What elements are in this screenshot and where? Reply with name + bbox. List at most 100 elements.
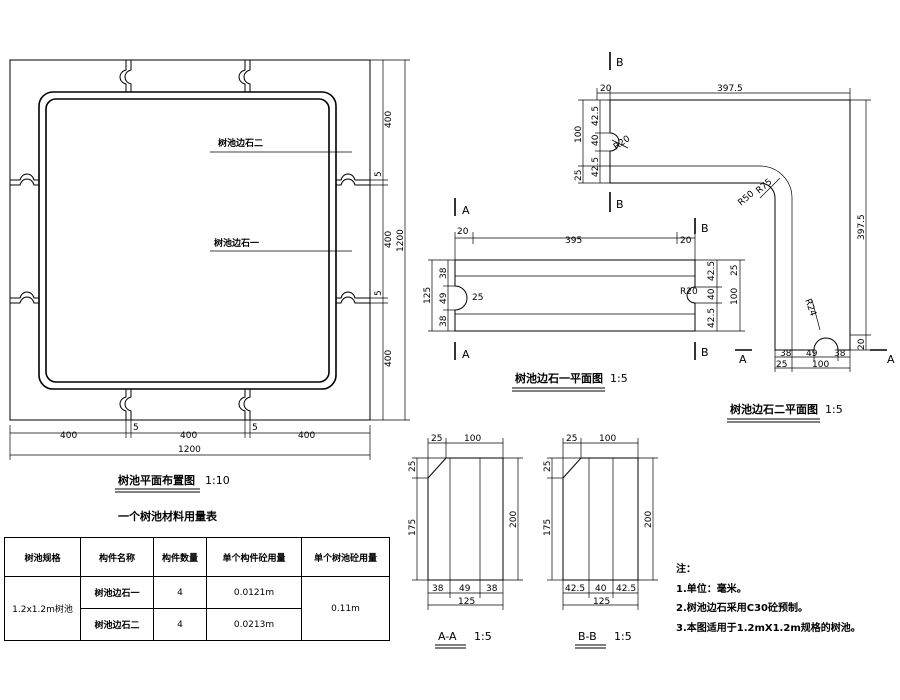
dim-text: 20	[680, 236, 692, 246]
table-cell-total: 0.11m	[301, 576, 390, 641]
joint-left-2b	[10, 296, 39, 304]
section-b-bottom: B	[616, 198, 624, 211]
joint-bottom-2b	[243, 389, 251, 420]
plan-caption: 树池平面布置图	[118, 473, 195, 487]
joint-right-1b	[336, 178, 370, 186]
dim-text: 25	[543, 461, 553, 472]
dim-text: 397.5	[717, 84, 743, 94]
leader	[759, 177, 781, 199]
table-row: 树池边石二 4 0.0213m	[5, 608, 390, 641]
section-b-top: B	[616, 56, 624, 69]
dim-text: 5	[252, 423, 258, 433]
dim-text: 100	[599, 434, 616, 444]
dim-text: 40	[595, 584, 607, 594]
dim-text: 5	[133, 423, 139, 433]
dim-text: R20	[612, 134, 632, 153]
plan-label-stone2: 树池边石二	[218, 137, 263, 149]
dim-text: 100	[574, 126, 584, 143]
material-table: 树池规格 构件名称 构件数量 单个构件砼用量 单个树池砼用量 1.2x1.2m树…	[4, 537, 390, 641]
dim-text: 20	[457, 227, 469, 237]
section-bb-caption: B-B	[578, 630, 597, 643]
note-item: 3.本图适用于1.2mX1.2m规格的树池。	[676, 622, 861, 634]
joint-right-2b	[336, 296, 370, 304]
dim-text: 38	[486, 584, 498, 594]
table-cell-name: 树池边石一	[80, 576, 154, 609]
table-header: 树池规格	[4, 537, 81, 577]
stone2-scale: 1:5	[825, 403, 843, 416]
dim-text: R50	[737, 189, 757, 208]
stone1-outline	[454, 259, 696, 332]
section-b-bottom: B	[701, 346, 709, 359]
dim-text: 25	[574, 170, 584, 181]
section-aa: 25 100 25 175 200 38 49 38 125 A-A 1:5	[408, 434, 523, 649]
plan-scale: 1:10	[205, 474, 230, 487]
section-a-top: A	[462, 204, 470, 217]
section-a-left: A	[739, 353, 747, 366]
plan-label-stone1: 树池边石一	[214, 237, 259, 249]
dim-text: 42.5	[707, 261, 717, 281]
stone2-outline	[609, 99, 851, 351]
dim-text: 38	[439, 315, 449, 327]
section-bb-scale: 1:5	[614, 630, 632, 643]
table-header: 构件名称	[80, 537, 154, 577]
notes-title: 注：	[676, 564, 696, 575]
dim-text: 400	[384, 111, 394, 128]
dim-text: 40	[591, 134, 601, 146]
notes: 注： 1.单位：毫米。 2.树池边石采用C30砼预制。 3.本图适用于1.2mX…	[676, 560, 861, 638]
joint-bottom-1	[119, 389, 127, 420]
dim-text: 38	[432, 584, 444, 594]
dim-text: 38	[439, 267, 449, 279]
dim-text: 100	[730, 288, 740, 305]
dim-text: 20	[600, 84, 612, 94]
dim-text: 49	[439, 292, 449, 304]
joint-right-1	[336, 173, 370, 181]
joint-right-2	[336, 291, 370, 299]
dim-text: 5	[374, 171, 384, 177]
dim-text: 42.5	[591, 157, 601, 177]
dim-text: 125	[423, 287, 433, 304]
dim-text: 20	[857, 338, 867, 350]
dim-text: 125	[458, 597, 475, 607]
table-header: 单个树池砼用量	[301, 537, 390, 577]
plan-outer-curb	[38, 91, 337, 390]
leader	[811, 299, 821, 331]
dim-text: 42.5	[591, 106, 601, 126]
dim-text: 200	[509, 511, 519, 528]
dim-text: 400	[384, 350, 394, 367]
note-item: 1.单位：毫米。	[676, 583, 747, 595]
table-header-row: 树池规格 构件名称 构件数量 单个构件砼用量 单个树池砼用量	[4, 537, 390, 577]
dim-text: 49	[806, 349, 818, 359]
plan-outer-square	[9, 59, 371, 421]
section-aa-outline	[427, 457, 504, 581]
dim-text: 5	[374, 290, 384, 296]
dim-text: 400	[180, 431, 197, 441]
stone2-plan: B B A A 20 397.5 42.5 40 42.5 100 25 R20…	[574, 52, 895, 423]
dim-text: 175	[408, 519, 418, 536]
dim-text: 1200	[178, 445, 201, 455]
stone1-scale: 1:5	[610, 372, 628, 385]
dim-text: 100	[464, 434, 481, 444]
table-cell-qty: 4	[153, 576, 207, 609]
joint-bottom-2	[238, 389, 246, 420]
dim-text: 42.5	[707, 308, 717, 328]
dim-text: 400	[60, 431, 77, 441]
joint-top-1	[119, 60, 127, 92]
joint-bottom-1b	[124, 389, 132, 420]
joint-left-1	[10, 173, 39, 181]
dim-text: 25	[566, 434, 577, 444]
section-b-top: B	[701, 222, 709, 235]
note-item: 2.树池边石采用C30砼预制。	[676, 603, 809, 614]
section-a-right: A	[887, 353, 895, 366]
dim-text: 25	[408, 461, 418, 472]
joint-top-2	[238, 60, 246, 92]
section-a-bottom: A	[462, 348, 470, 361]
dim-text: 40	[707, 288, 717, 300]
dim-text: 25	[472, 293, 483, 303]
joint-left-2	[10, 291, 39, 299]
table-header: 单个构件砼用量	[206, 537, 302, 577]
table-cell-qty: 4	[153, 608, 207, 641]
leader	[611, 139, 629, 149]
section-aa-caption: A-A	[438, 630, 457, 643]
dim-text: 25	[431, 434, 442, 444]
